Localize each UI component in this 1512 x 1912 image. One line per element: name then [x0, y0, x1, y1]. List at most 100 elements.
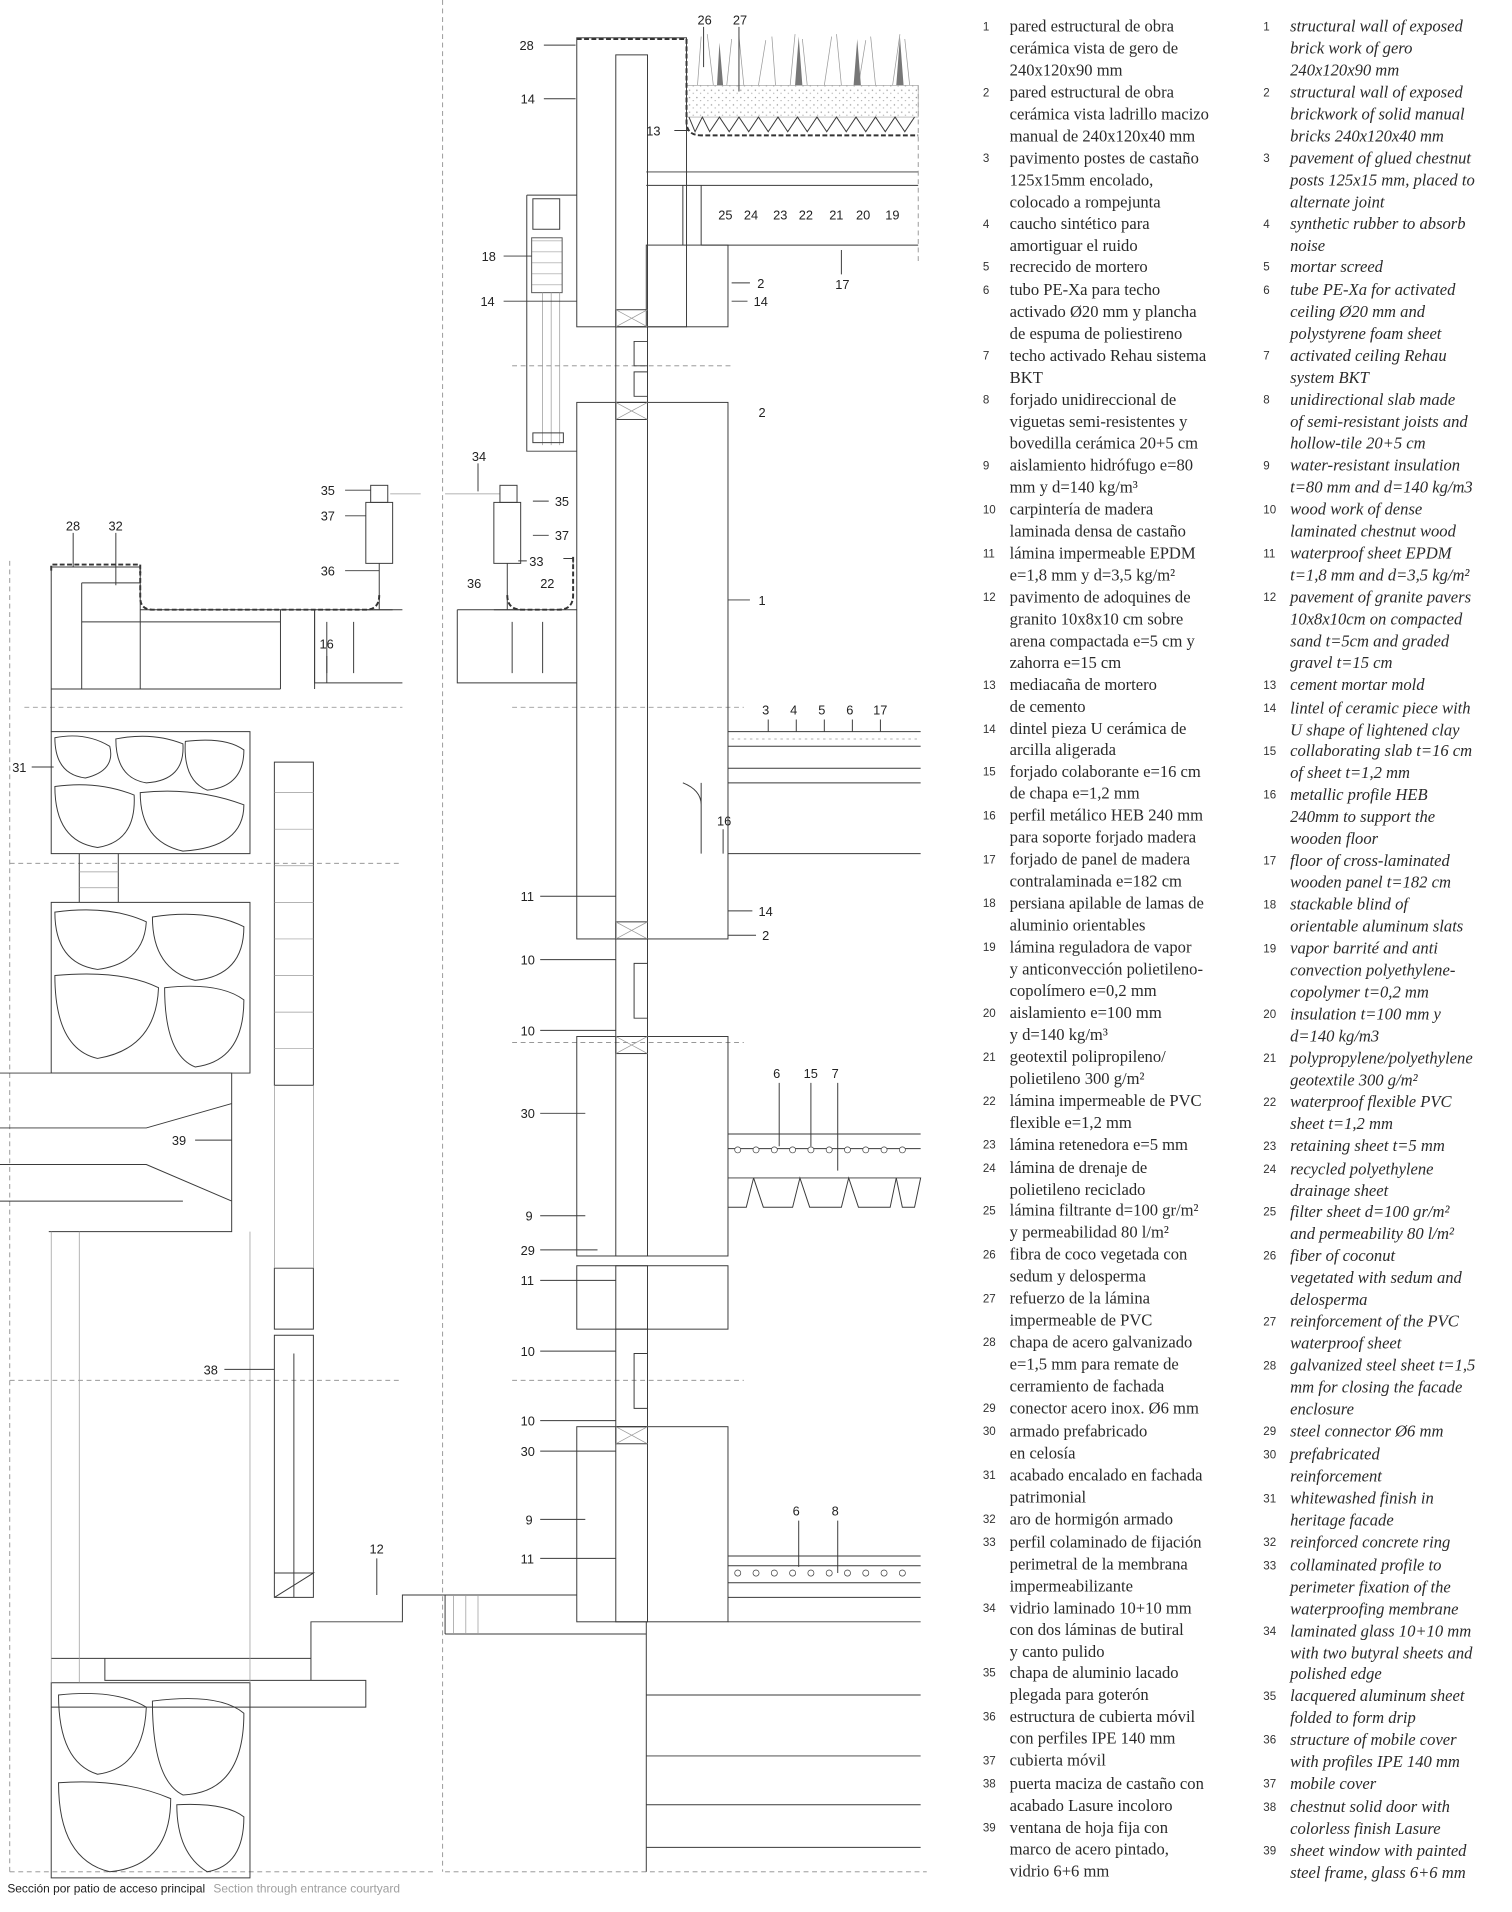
legend-line: delosperma [1290, 1290, 1368, 1309]
legend-line: pavement of glued chestnut [1290, 148, 1472, 167]
legend-line: pavimento de adoquines de [1009, 587, 1191, 606]
legend-line: perfil metálico HEB 240 mm [1009, 806, 1204, 825]
legend-line: orientable aluminum slats [1290, 917, 1464, 936]
legend-line: tube PE-Xa for activated [1290, 280, 1456, 300]
legend-line: sedum y delosperma [1009, 1267, 1146, 1286]
legend-description: conector acero inox. Ø6 mm [1010, 1397, 1199, 1420]
legend-line: copolímero e=0,2 mm [1009, 981, 1157, 1000]
legend-number: 7 [1263, 350, 1270, 364]
legend-number: 3 [1263, 152, 1270, 166]
legend-line: manual de 240x120x40 mm [1009, 126, 1196, 145]
callout-label: 28 [66, 518, 80, 533]
callout-label: 13 [646, 123, 660, 138]
callout-label: 10 [521, 953, 535, 968]
legend-line: wooden panel t=182 cm [1290, 873, 1451, 892]
section-drawing: 2627281413252423222120191814214172343535… [0, 0, 927, 1879]
legend-line: viguetas semi-resistentes y [1009, 412, 1188, 431]
legend-line: forjado unidireccional de [1009, 390, 1177, 409]
callout-label: 29 [521, 1243, 535, 1258]
legend-line: sand t=5cm and graded [1290, 631, 1450, 650]
legend-line: 240x120x90 mm [1290, 60, 1400, 80]
legend-line: y permeabilidad 80 l/m² [1009, 1223, 1169, 1242]
legend-line: reinforcement of the PVC [1290, 1312, 1459, 1331]
callout-label: 5 [818, 703, 825, 718]
callout-label: 9 [526, 1512, 533, 1527]
legend-line: pared estructural de obra [1009, 82, 1174, 102]
legend-line: ventana de hoja fija con [1009, 1818, 1168, 1837]
legend-number: 37 [982, 1755, 996, 1769]
legend-number: 8 [1263, 394, 1270, 408]
legend-line: convection polyethylene- [1290, 960, 1456, 980]
legend-number: 5 [1263, 261, 1270, 275]
legend-entry: 8 forjado unidireccional de viguetas semi-… [983, 389, 1263, 455]
legend-line: insulation t=100 mm y [1290, 1004, 1441, 1023]
callout-label: 7 [832, 1066, 839, 1081]
legend-line: 125x15mm encolado, [1009, 170, 1154, 189]
legend-line: impermeabilizante [1009, 1576, 1134, 1595]
legend-line: cerámica vista ladrillo macizo [1009, 104, 1209, 123]
legend-line: waterproof flexible PVC [1290, 1092, 1452, 1111]
legend-number: 19 [1263, 942, 1277, 957]
legend-line: dintel pieza U cerámica de [1009, 718, 1187, 738]
legend-line: heritage facade [1290, 1510, 1394, 1529]
legend-number: 27 [1263, 1316, 1277, 1330]
legend-number: 8 [982, 394, 990, 408]
callout-label: 35 [555, 494, 569, 509]
legend-description: pared estructural de obra cerámica vista … [1010, 82, 1209, 148]
callout-label: 6 [793, 1504, 800, 1519]
legend-line: waterproofing membrane [1290, 1599, 1459, 1618]
legend-line: laminada densa de castaño [1009, 521, 1186, 541]
callout-label: 10 [521, 1344, 535, 1359]
callout-label: 23 [773, 207, 787, 222]
legend-line: U shape of lightened clay [1290, 720, 1460, 739]
legend-number: 24 [1263, 1162, 1277, 1177]
callout-label: 14 [754, 294, 768, 309]
legend-line: system BKT [1290, 368, 1369, 387]
legend-line: perimetral de la membrana [1009, 1554, 1188, 1573]
legend-number: 16 [1263, 789, 1277, 803]
legend-number: 22 [982, 1094, 996, 1109]
legend-line: armado prefabricado [1009, 1421, 1148, 1441]
legend-line: granito 10x8x10 cm sobre [1009, 609, 1184, 628]
legend-number: 2 [982, 86, 990, 100]
central-wall [576, 37, 729, 1623]
floor-slabs [682, 731, 922, 1623]
legend-line: aro de hormigón armado [1009, 1509, 1174, 1528]
legend-line: mm y d=140 kg/m³ [1009, 478, 1138, 497]
callout-label: 8 [832, 1504, 839, 1519]
legend-number: 33 [982, 1536, 996, 1550]
legend-line: galvanized steel sheet t=1,5 [1290, 1356, 1476, 1375]
callout-label: 12 [369, 1542, 383, 1557]
callout-label: 2 [758, 405, 765, 420]
legend-line: waterproof sheet EPDM [1290, 543, 1452, 562]
legend-line: collaborating slab t=16 cm [1290, 741, 1473, 761]
